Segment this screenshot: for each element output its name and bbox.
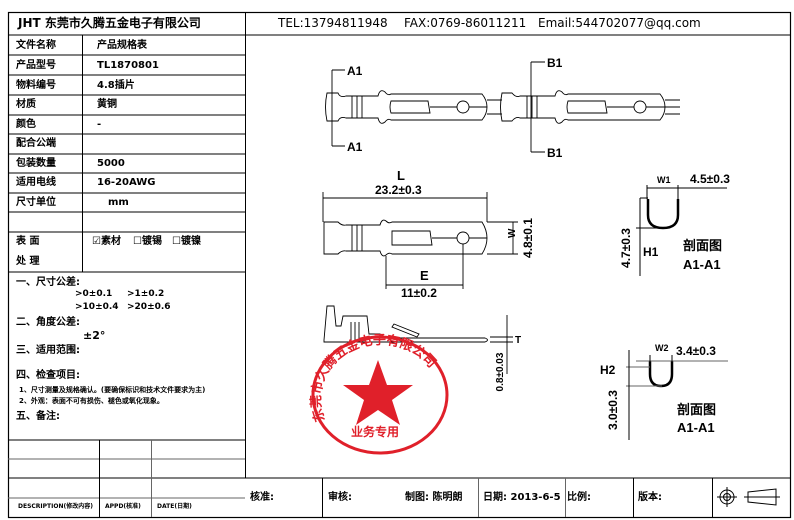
email: Email:544702077@qq.com <box>538 16 701 30</box>
checkbox-checked-icon[interactable]: ☑ <box>92 236 101 247</box>
sec2-w-label: W2 <box>655 343 669 353</box>
option-label: 镀锡 <box>141 236 162 247</box>
spec-label: 文件名称 <box>16 40 56 51</box>
length-value: 23.2±0.3 <box>375 183 422 197</box>
spec-value: 5000 <box>97 158 125 169</box>
revision-date-header: DATE(日期) <box>157 503 192 510</box>
section-label-a1-top: A1 <box>347 64 363 78</box>
terminal-side-view <box>323 305 513 374</box>
sec2-title: 剖面图 <box>677 402 716 417</box>
spec-label: 适用电线 <box>16 177 56 188</box>
surface-option-plain[interactable]: ☑素材 <box>92 237 121 247</box>
sec1-w-value: 4.5±0.3 <box>690 172 730 186</box>
width-label: W <box>507 228 518 238</box>
section-label-b1-bottom: B1 <box>547 146 563 160</box>
company-name: JHT 东莞市久腾五金电子有限公司 <box>18 16 201 30</box>
section-label-a1-bottom: A1 <box>347 140 363 154</box>
e-label: E <box>420 268 429 283</box>
terminal-dimension-view <box>322 192 518 289</box>
revision-description-header: DESCRIPTION(修改内容) <box>18 503 93 510</box>
sec1-h-value: 4.7±0.3 <box>619 228 633 268</box>
tolerance-1: >0±0.1 <box>75 289 113 299</box>
surface-label: 表 面 <box>16 236 40 247</box>
sec2-h-value: 3.0±0.3 <box>606 390 620 430</box>
spec-value: mm <box>108 197 129 208</box>
surface-option-tin[interactable]: ☐镀锡 <box>133 237 162 247</box>
tolerance-4: >20±0.6 <box>127 302 171 312</box>
surface-label-2: 处 理 <box>16 256 40 267</box>
t-label: T <box>515 335 521 346</box>
angle-value: ±2° <box>83 329 106 342</box>
length-label: L <box>397 168 405 183</box>
inspect-title: 四、检查项目: <box>16 370 80 381</box>
surface-option-nickel[interactable]: ☐镀镍 <box>172 237 201 247</box>
sec1-w-label: W1 <box>657 175 671 185</box>
company-stamp <box>311 335 449 455</box>
sec2-w-value: 3.4±0.3 <box>676 344 716 358</box>
approve-field: 核准: <box>250 492 274 503</box>
inspect-item-2: 2、外观：表面不可有损伤、褪色或氧化现象。 <box>19 397 164 405</box>
spec-label: 材质 <box>16 99 36 110</box>
angle-title: 二、角度公差: <box>16 317 80 328</box>
spec-value: 16-20AWG <box>97 177 156 188</box>
spec-label: 尺寸单位 <box>16 197 56 208</box>
revision-appd-header: APPD(核准) <box>105 503 141 510</box>
scale-field: 比例: <box>567 492 591 503</box>
spec-value: TL1870801 <box>97 60 159 71</box>
sec2-h-label: H2 <box>600 363 616 377</box>
remarks-title: 五、备注: <box>16 411 60 422</box>
inspect-item-1: 1、尺寸测量及规格确认。(要确保标识和技术文件要求为主) <box>19 386 206 394</box>
version-field: 版本: <box>638 492 662 503</box>
tolerance-2: >1±0.2 <box>127 289 165 299</box>
review-field: 审核: <box>328 492 352 503</box>
tolerance-3: >10±0.4 <box>75 302 119 312</box>
stamp-label: 业务专用 <box>351 424 399 439</box>
spec-value: 产品规格表 <box>97 40 147 51</box>
drawn-by-field: 制图: 陈明朗 <box>405 492 463 503</box>
spec-label: 物料编号 <box>16 80 56 91</box>
sec2-name: A1-A1 <box>677 420 715 435</box>
section-label-b1-top: B1 <box>547 56 563 70</box>
sec1-name: A1-A1 <box>683 257 721 272</box>
section-a1-view-1 <box>636 185 727 276</box>
tel: TEL:13794811948 <box>278 16 388 30</box>
checkbox-icon[interactable]: ☐ <box>172 236 181 247</box>
e-value: 11±0.2 <box>401 286 437 300</box>
t-value: 0.8±0.03 <box>495 352 506 391</box>
projection-symbol-icon <box>717 487 780 507</box>
date-field: 日期: 2013-6-5 <box>483 492 561 503</box>
tolerance-title: 一、尺寸公差: <box>16 277 80 288</box>
terminal-strip-view <box>325 61 680 153</box>
spec-label: 配合公端 <box>16 138 56 149</box>
spec-value: - <box>97 119 102 130</box>
section-a1-view-2 <box>626 350 728 440</box>
width-value: 4.8±0.1 <box>521 218 535 258</box>
star-icon <box>343 360 413 425</box>
checkbox-icon[interactable]: ☐ <box>133 236 142 247</box>
sec1-title: 剖面图 <box>683 238 722 253</box>
spec-value: 4.8插片 <box>97 80 135 91</box>
scope-title: 三、适用范围: <box>16 345 80 356</box>
spec-label: 颜色 <box>16 119 36 130</box>
option-label: 镀镍 <box>180 236 201 247</box>
fax: FAX:0769-86011211 <box>404 16 527 30</box>
sec1-h-label: H1 <box>643 245 659 259</box>
spec-value: 黄铜 <box>97 99 117 110</box>
spec-label: 包装数量 <box>16 158 56 169</box>
option-label: 素材 <box>100 236 121 247</box>
spec-label: 产品型号 <box>16 60 56 71</box>
